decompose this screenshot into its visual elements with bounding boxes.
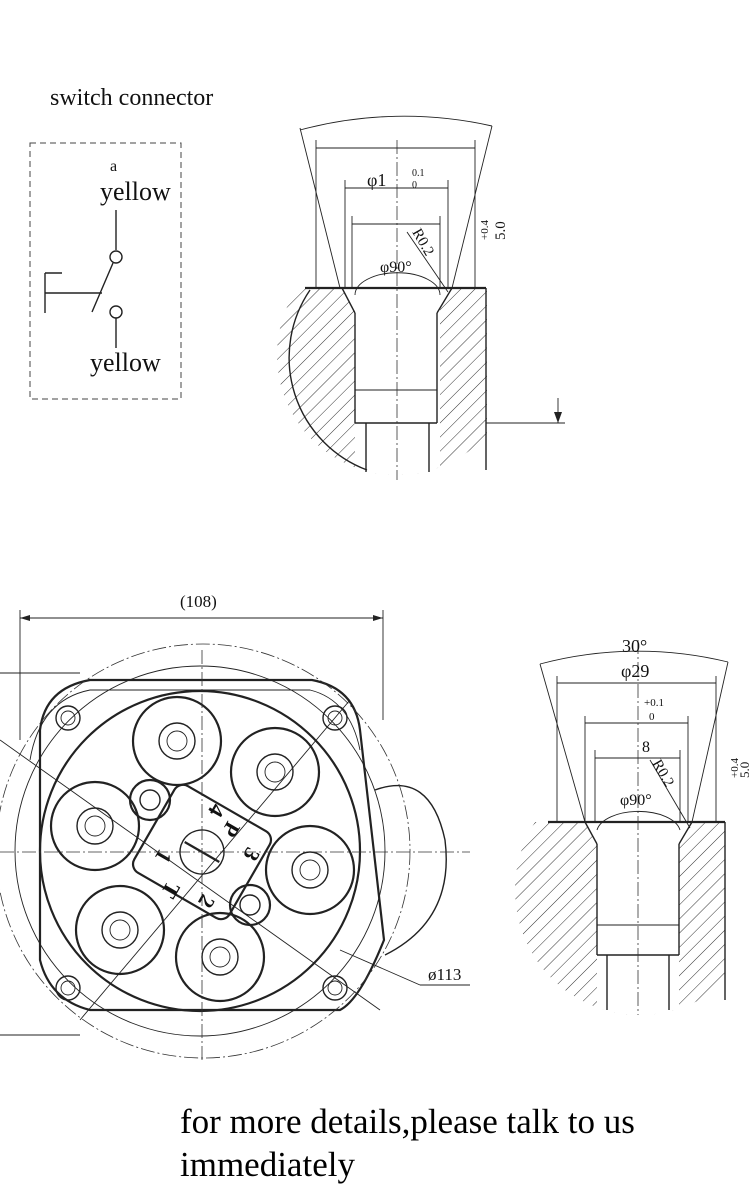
footer-note: for more details,please talk to us immed…	[180, 1100, 740, 1186]
right-section-detail: 30° φ29 +0.1 0 8 R0.2 φ90° +0.4 5.0	[515, 636, 749, 1015]
switch-connector-title: switch connector	[50, 85, 213, 111]
chamfer-right	[436, 287, 453, 314]
top-dia-label: φ1	[367, 170, 386, 190]
port-circles	[49, 695, 356, 1003]
switch-symbol	[44, 210, 123, 348]
wire-label-top: yellow	[100, 177, 171, 206]
top-radius-label: R0.2	[409, 226, 437, 259]
chamfer-left	[341, 287, 356, 314]
right-angle-label: φ90°	[620, 792, 652, 809]
width-ref-label: (108)	[180, 592, 217, 611]
right-dia-outer: φ29	[621, 661, 649, 681]
port-label-3: 3	[238, 844, 265, 866]
right-dia-inner: 8	[642, 739, 650, 756]
top-depth-value: 5.0	[493, 221, 509, 240]
right-radius-label: R0.2	[649, 757, 677, 790]
right-angle-top: 30°	[622, 636, 647, 656]
flange-outline	[38, 678, 386, 1012]
front-view: (108)	[0, 592, 470, 1060]
port-label-plate	[131, 783, 273, 921]
top-tol-lower: 0	[412, 180, 417, 191]
right-depth-tol: +0.4	[729, 758, 741, 778]
right-tol-upper: +0.1	[644, 697, 664, 709]
contact-label-a: a	[110, 158, 117, 175]
right-tol-lower: 0	[649, 711, 655, 723]
top-angle-label: φ90°	[380, 259, 412, 276]
bolt-circle-label: ø113	[428, 965, 461, 984]
footer-line-1: for more details,please talk to us	[180, 1102, 635, 1141]
connector-frame	[29, 142, 182, 400]
right-depth-value: 5.0	[737, 762, 749, 778]
top-depth-tol: +0.4	[479, 220, 491, 240]
footer-line-2: immediately	[180, 1145, 355, 1184]
switch-connector-diagram: switch connector a yellow yellow	[29, 85, 213, 400]
side-boss	[374, 785, 447, 956]
bolt-holes	[55, 705, 348, 1001]
top-section-detail: φ1 0.1 0 R0.2 φ90° +0.4 5.0	[277, 115, 565, 480]
top-tol-upper: 0.1	[412, 168, 425, 179]
main-body-circle	[38, 689, 362, 1013]
wire-label-bottom: yellow	[90, 348, 161, 377]
port-label-t: T	[156, 878, 185, 903]
